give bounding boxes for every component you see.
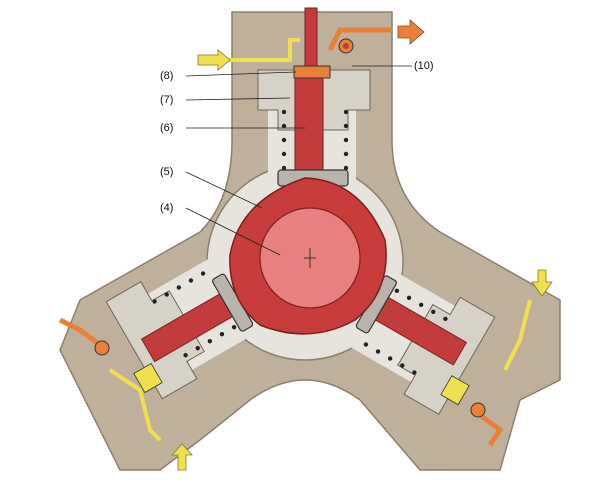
leader-lines [185, 65, 412, 256]
valve-8 [293, 65, 331, 79]
drive-shaft-top [304, 7, 318, 71]
inlet-arrow-right [531, 269, 553, 297]
outlet-line-right [478, 413, 504, 447]
check-valve-10-ball [343, 43, 349, 49]
check-valve-right [470, 402, 486, 418]
inlet-line-right [503, 299, 532, 371]
label-5: (5) [160, 166, 174, 178]
check-valve-left [94, 340, 110, 356]
outlet-line-top [327, 27, 392, 52]
spring-coils-left [152, 271, 237, 358]
label-10: (10) [414, 60, 434, 72]
label-4: (4) [160, 202, 174, 214]
yellow-seal-left [133, 362, 163, 394]
inlet-line-left [108, 368, 162, 442]
spring-coils-right [363, 288, 448, 375]
inlet-arrow-left [171, 443, 193, 471]
label-7: (7) [160, 94, 174, 106]
inlet-line-top [228, 38, 300, 62]
label-8: (8) [160, 70, 174, 82]
spring-coils-top [281, 109, 349, 171]
yellow-seal-right [440, 375, 470, 406]
label-6: (6) [160, 122, 174, 134]
inlet-arrow-top [197, 49, 231, 71]
outlet-line-left [58, 317, 102, 347]
outlet-arrow-top [397, 19, 425, 45]
